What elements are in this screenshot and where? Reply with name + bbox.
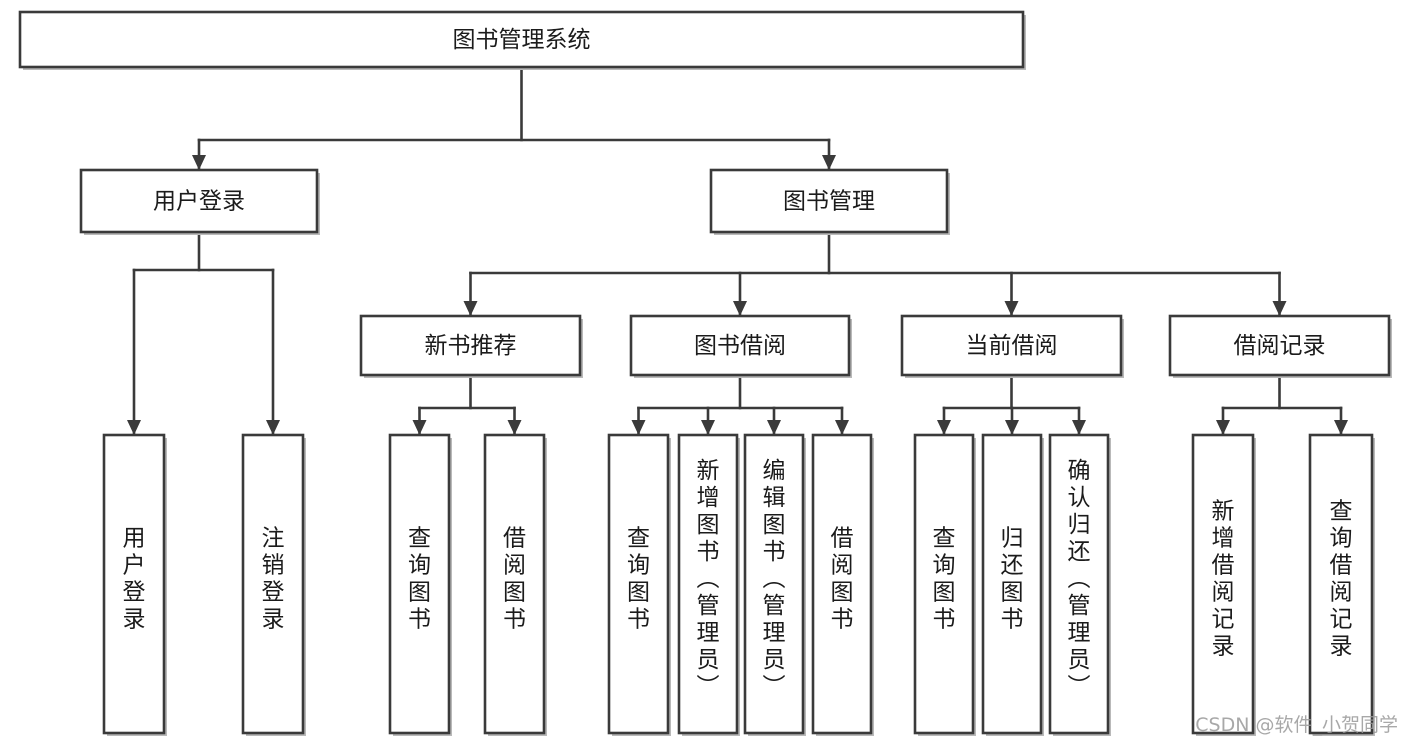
edges-layer <box>127 65 1348 437</box>
node-confirm-return-admin[interactable]: 确认归还︵管理员︶ <box>1048 433 1111 736</box>
node-query-borrow-record[interactable]: 查询借阅记录 <box>1308 433 1375 736</box>
node-label-user-login-do: 用户登录 <box>123 526 146 633</box>
arrow-head-icon <box>1272 301 1287 316</box>
node-label-confirm-return-admin: 确认归还︵管理员︶ <box>1068 458 1091 700</box>
node-label-add-borrow-record: 新增借阅记录 <box>1212 499 1235 660</box>
node-user-login-do[interactable]: 用户登录 <box>102 433 167 736</box>
node-label-user-logout: 注销登录 <box>262 526 285 633</box>
node-label-borrow-book-1: 借阅图书 <box>503 526 526 633</box>
arrow-head-icon <box>192 155 206 170</box>
nodes-layer: 图书管理系统用户登录用户登录注销登录图书管理新书推荐查询图书借阅图书图书借阅查询… <box>18 10 1392 736</box>
node-return-book[interactable]: 归还图书 <box>981 433 1044 736</box>
node-root[interactable]: 图书管理系统 <box>18 10 1026 70</box>
node-current-borrow[interactable]: 当前借阅 <box>900 314 1124 378</box>
node-new-book-recommend[interactable]: 新书推荐 <box>359 314 583 378</box>
node-user-login[interactable]: 用户登录 <box>79 168 320 235</box>
node-label-user-login: 用户登录 <box>153 189 245 215</box>
node-label-query-book-2: 查询图书 <box>627 526 650 633</box>
node-borrow-record[interactable]: 借阅记录 <box>1168 314 1392 378</box>
node-label-edit-book-admin: 编辑图书︵管理员︶ <box>763 458 786 700</box>
arrow-head-icon <box>1004 301 1019 316</box>
node-query-book-3[interactable]: 查询图书 <box>913 433 976 736</box>
arrow-head-icon <box>1216 420 1230 435</box>
node-label-add-book-admin: 新增图书︵管理员︶ <box>697 458 720 700</box>
arrow-head-icon <box>412 420 427 435</box>
arrow-head-icon <box>1334 420 1348 435</box>
arrow-head-icon <box>767 420 781 435</box>
watermark-label: CSDN @软件_小贺同学 <box>1195 714 1398 736</box>
arrow-head-icon <box>701 420 715 435</box>
node-label-query-book-1: 查询图书 <box>408 526 431 633</box>
arrow-head-icon <box>1072 420 1086 435</box>
node-borrow-book-2[interactable]: 借阅图书 <box>811 433 874 736</box>
node-edit-book-admin[interactable]: 编辑图书︵管理员︶ <box>743 433 806 736</box>
arrow-head-icon <box>463 301 478 316</box>
arrow-head-icon <box>507 420 522 435</box>
arrow-head-icon <box>266 420 280 435</box>
arrow-head-icon <box>822 155 836 170</box>
node-label-book-borrow: 图书借阅 <box>694 333 786 359</box>
node-borrow-book-1[interactable]: 借阅图书 <box>483 433 547 736</box>
node-label-book-manage: 图书管理 <box>783 189 875 215</box>
arrow-head-icon <box>1005 420 1019 435</box>
arrow-head-icon <box>631 420 646 435</box>
node-user-logout[interactable]: 注销登录 <box>241 433 306 736</box>
arrow-head-icon <box>733 301 747 316</box>
node-book-borrow[interactable]: 图书借阅 <box>629 314 852 378</box>
arrow-head-icon <box>835 420 849 435</box>
node-add-borrow-record[interactable]: 新增借阅记录 <box>1191 433 1256 736</box>
node-label-borrow-record: 借阅记录 <box>1234 333 1326 359</box>
node-label-return-book: 归还图书 <box>1001 526 1024 633</box>
node-label-query-book-3: 查询图书 <box>933 526 956 633</box>
node-label-borrow-book-2: 借阅图书 <box>831 526 854 633</box>
node-label-root: 图书管理系统 <box>453 27 591 53</box>
node-label-query-borrow-record: 查询借阅记录 <box>1330 499 1353 660</box>
node-book-manage[interactable]: 图书管理 <box>709 168 950 235</box>
arrow-head-icon <box>937 420 951 435</box>
node-add-book-admin[interactable]: 新增图书︵管理员︶ <box>677 433 740 736</box>
node-query-book-1[interactable]: 查询图书 <box>388 433 452 736</box>
arrow-head-icon <box>127 420 141 435</box>
node-query-book-2[interactable]: 查询图书 <box>607 433 671 736</box>
node-label-current-borrow: 当前借阅 <box>966 333 1058 359</box>
node-label-new-book-recommend: 新书推荐 <box>425 333 517 359</box>
